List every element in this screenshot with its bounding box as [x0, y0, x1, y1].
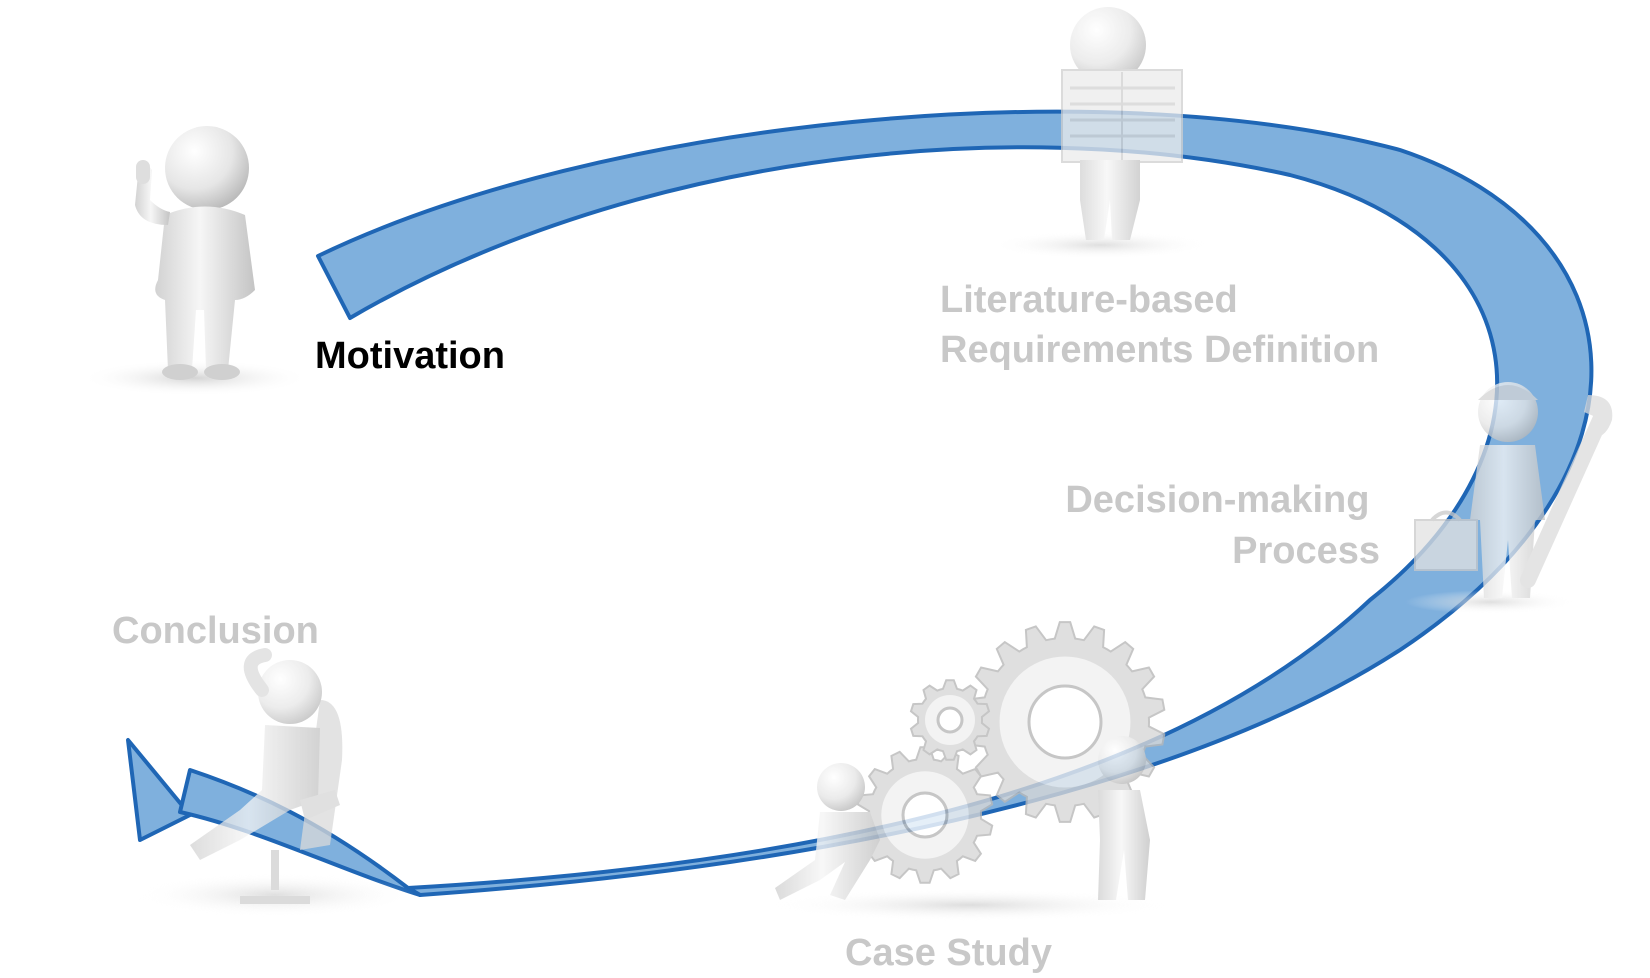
stage-label-conclusion: Conclusion: [112, 610, 319, 652]
stage-label-line: Conclusion: [112, 610, 319, 652]
stage-label-line: Requirements Definition: [940, 329, 1379, 371]
cycle-arrow-tail: [178, 768, 422, 897]
stage-label-line: Process: [1232, 530, 1380, 572]
stage-label-motivation: Motivation: [315, 335, 505, 377]
wrench-worker-figure: [1405, 382, 1613, 614]
stage-label-line: Decision-making: [1065, 479, 1369, 521]
relaxed-chair-figure: [135, 648, 415, 917]
stage-label-line: Case Study: [845, 932, 1052, 974]
medium-gear-icon-hole: [901, 791, 949, 839]
stage-label-decision: Decision-making Process: [1065, 479, 1380, 572]
stage-label-line: Literature-based: [940, 279, 1238, 321]
stage-label-line: Motivation: [315, 335, 505, 377]
small-gear-icon-hole: [936, 706, 964, 734]
large-gear-icon: [964, 621, 1166, 823]
thumbs-up-person-figure: [80, 126, 310, 396]
stage-label-case-study: Case Study: [845, 932, 1052, 974]
stage-label-literature: Literature-based Requirements Definition: [940, 279, 1379, 371]
small-gear-icon: [909, 679, 991, 761]
cycle-arrowhead: [126, 738, 192, 842]
large-gear-icon-hole: [1027, 684, 1103, 760]
newspaper-reader-figure: [990, 7, 1210, 259]
gears-team-figure: [770, 621, 1170, 921]
medium-gear-icon: [856, 746, 994, 884]
